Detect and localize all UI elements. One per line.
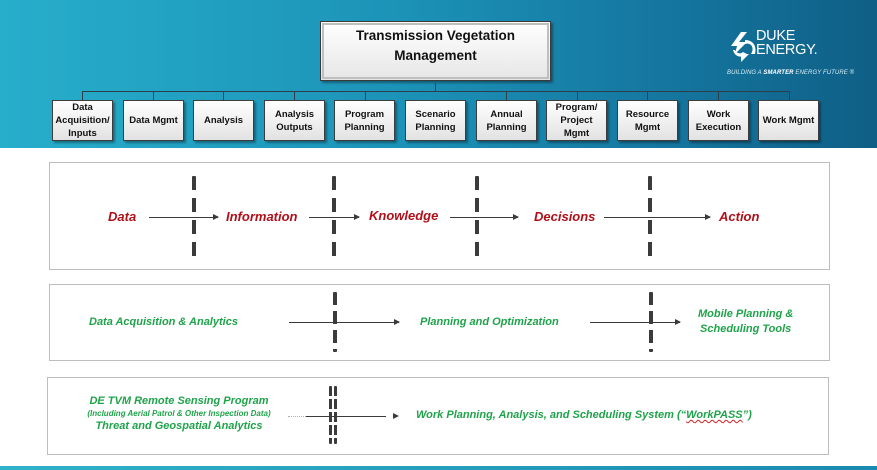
workpass-system: Work Planning, Analysis, and Scheduling … [416, 409, 752, 421]
arrow-right [450, 214, 519, 220]
arrow-right [604, 214, 711, 220]
node-data-acquisition: Data Acquisition/ Inputs [52, 100, 113, 141]
logo-wordmark: DUKE ENERGY. [756, 28, 818, 58]
arrow-right [149, 214, 219, 220]
stage-mobile-tools: Mobile Planning & Scheduling Tools [698, 308, 794, 335]
node-scenario-planning: Scenario Planning [405, 100, 466, 141]
remote-sensing-subtitle: (Including Aerial Patrol & Other Inspect… [87, 409, 271, 418]
node-program-planning: Program Planning [334, 100, 395, 141]
connector-drop [82, 91, 83, 100]
connector-root-down [435, 83, 436, 91]
root-title-line2: Management [394, 48, 477, 63]
node-work-execution: Work Execution [688, 100, 749, 141]
connector-drop [223, 91, 224, 100]
footer-accent-bar [0, 466, 877, 470]
node-annual-planning: Annual Planning [476, 100, 537, 141]
node-analysis: Analysis [193, 100, 254, 141]
data-to-action-panel [49, 162, 830, 270]
stage-divider [648, 176, 652, 260]
stage-information: Information [226, 209, 298, 224]
stage-divider [332, 176, 336, 260]
connector-drop [577, 91, 578, 100]
stage-divider-double [329, 386, 332, 444]
connector-drop [153, 91, 154, 100]
root-node-tvm: Transmission Vegetation Management [320, 21, 551, 81]
connector-drop [647, 91, 648, 100]
node-resource-mgmt: Resource Mgmt [617, 100, 678, 141]
arrow-right [590, 319, 681, 325]
dotted-leader [288, 416, 306, 417]
arrow-right [289, 319, 400, 325]
connector-line [306, 416, 386, 417]
remote-sensing-title: DE TVM Remote Sensing Program [89, 395, 269, 407]
stage-divider [475, 176, 479, 260]
stage-action: Action [719, 209, 760, 224]
node-work-mgmt: Work Mgmt [758, 100, 819, 141]
duke-energy-logo-icon [731, 32, 756, 62]
stage-data: Data [108, 209, 137, 224]
connector-drop [718, 91, 719, 100]
threat-geospatial-analytics: Threat and Geospatial Analytics [95, 420, 263, 432]
root-title-line1: Transmission Vegetation [355, 28, 516, 43]
connector-drop [506, 91, 507, 100]
connector-horizontal [82, 91, 790, 92]
connector-drop [789, 91, 790, 100]
systems-panel [47, 377, 829, 455]
node-program-project-mgmt: Program/ Project Mgmt [546, 100, 607, 141]
stage-data-acquisition-analytics: Data Acquisition & Analytics [89, 316, 238, 328]
stage-divider [192, 176, 196, 260]
remote-sensing-block: DE TVM Remote Sensing Program (Including… [60, 394, 298, 434]
stage-divider-double [334, 386, 337, 444]
stage-divider [649, 292, 653, 352]
program-flow-panel [49, 284, 830, 361]
header-banner: Transmission Vegetation Management Data … [0, 0, 877, 148]
stage-decisions: Decisions [534, 209, 596, 224]
stage-knowledge: Knowledge [369, 208, 439, 223]
node-data-mgmt: Data Mgmt [123, 100, 184, 141]
stage-planning-optimization: Planning and Optimization [420, 316, 559, 328]
connector-drop [294, 91, 295, 100]
connector-drop [365, 91, 366, 100]
arrowhead-icon [393, 413, 399, 419]
node-analysis-outputs: Analysis Outputs [264, 100, 325, 141]
stage-divider [333, 292, 337, 352]
logo-tagline: BUILDING A SMARTER ENERGY FUTURE ® [727, 70, 855, 76]
